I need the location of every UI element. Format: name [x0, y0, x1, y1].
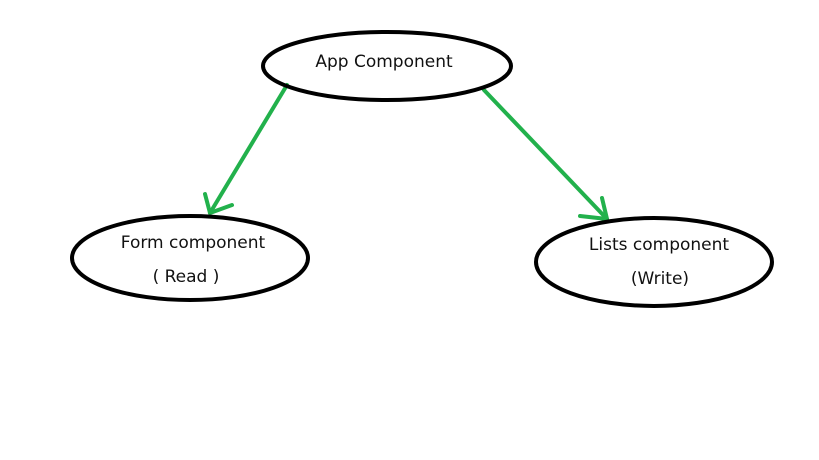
node-sublabel: ( Read ) — [153, 267, 220, 287]
node-label: Form component — [121, 233, 266, 253]
arrowhead-icon — [203, 192, 234, 215]
node-label: App Component — [315, 52, 453, 72]
node-form-component: Form component ( Read ) — [70, 214, 310, 302]
arrowhead-icon — [578, 196, 609, 221]
node-sublabel: (Write) — [631, 269, 689, 289]
edge-app-to-lists — [482, 88, 609, 221]
edge-line — [208, 83, 289, 215]
node-lists-component: Lists component (Write) — [534, 216, 774, 308]
edge-line — [482, 88, 609, 221]
node-ellipse — [70, 214, 310, 302]
node-ellipse — [534, 216, 774, 308]
node-app-component: App Component — [261, 30, 513, 102]
node-label: Lists component — [589, 235, 729, 255]
edge-app-to-form — [203, 83, 289, 215]
node-ellipse — [261, 30, 513, 102]
